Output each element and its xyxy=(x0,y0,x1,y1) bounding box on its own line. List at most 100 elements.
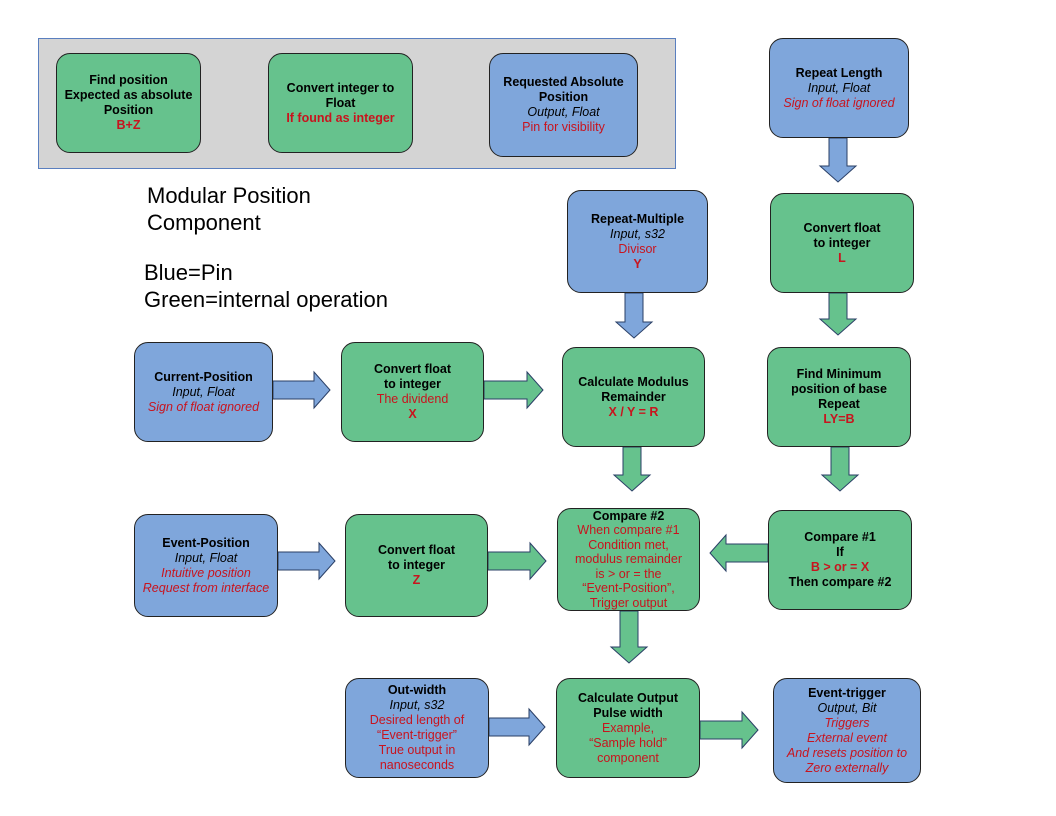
repeat-multiple-note: Divisor xyxy=(618,241,657,256)
event-position-pin: Event-Position Input, Float Intuitive po… xyxy=(134,514,278,617)
arrow-event-position xyxy=(277,541,336,581)
modulus-title: Calculate Modulus xyxy=(578,374,689,389)
out-width-pin: Out-width Input, s32 Desired length of “… xyxy=(345,678,489,778)
repeat-multiple-title: Repeat-Multiple xyxy=(590,211,685,226)
compare-2-note: Trigger output xyxy=(589,595,668,610)
convert-X-title: to integer xyxy=(384,377,441,391)
out-width-note: True output in xyxy=(378,743,456,757)
convert-float-L: Convert float to integer L xyxy=(770,193,914,293)
arrow-repeat-length xyxy=(818,137,858,183)
arrow-repeat-multiple xyxy=(614,292,654,339)
compare-1-tail: Then compare #2 xyxy=(788,575,892,589)
convert-float-Z: Convert float to integer Z xyxy=(345,514,488,617)
current-position-sub: Input, Float xyxy=(172,384,235,399)
current-position-title: Current-Position xyxy=(154,369,253,384)
event-position-note: Request from interface xyxy=(142,580,270,595)
modulus-title: Remainder xyxy=(601,389,666,404)
arrow-pulse xyxy=(699,710,759,750)
convert-X-note: The dividend xyxy=(376,392,449,406)
legend-find-position-title: Expected as absolute xyxy=(64,88,193,102)
event-trigger-note: And resets position to xyxy=(786,745,908,760)
repeat-length-title: Repeat Length xyxy=(795,65,883,80)
repeat-length-note: Sign of float ignored xyxy=(783,95,895,110)
legend-requested-position-title: Position xyxy=(538,90,589,104)
event-trigger-sub: Output, Bit xyxy=(817,700,877,715)
repeat-length-sub: Input, Float xyxy=(807,80,871,95)
event-trigger-note: Zero externally xyxy=(805,760,889,775)
compare-2: Compare #2 When compare #1 Condition met… xyxy=(557,508,700,611)
diagram-title: Modular Position Component xyxy=(147,182,311,236)
repeat-multiple-pin: Repeat-Multiple Input, s32 Divisor Y xyxy=(567,190,708,293)
compare-2-note: Condition met, xyxy=(588,537,669,552)
repeat-multiple-sub: Input, s32 xyxy=(610,226,665,241)
current-position-note: Sign of float ignored xyxy=(147,399,260,414)
repeat-length-pin: Repeat Length Input, Float Sign of float… xyxy=(769,38,909,138)
repeat-multiple-var: Y xyxy=(633,256,642,271)
legend-find-position: Find position Expected as absolute Posit… xyxy=(56,53,201,153)
event-trigger-title: Event-trigger xyxy=(808,685,886,700)
compare-2-note: is > or = the xyxy=(595,566,662,581)
event-position-title: Event-Position xyxy=(162,535,250,550)
diagram-title-line: Modular Position xyxy=(147,183,311,208)
convert-X-title: Convert float xyxy=(373,362,452,376)
pulse-note: “Sample hold” xyxy=(589,735,667,750)
convert-L-title: to integer xyxy=(813,235,871,250)
out-width-note: “Event-trigger” xyxy=(377,728,457,742)
compare-1-title: Compare #1 xyxy=(804,530,876,544)
compare-2-note: When compare #1 xyxy=(577,523,680,538)
event-trigger-note: Triggers xyxy=(824,715,870,730)
compare-2-note: “Event-Position”, xyxy=(582,581,675,596)
find-minimum-note: LY=B xyxy=(823,412,855,426)
modulus-note: X / Y = R xyxy=(608,404,659,419)
event-trigger-pin: Event-trigger Output, Bit Triggers Exter… xyxy=(773,678,921,783)
arrow-modulus xyxy=(612,446,652,492)
arrow-find-min xyxy=(820,446,860,492)
arrow-convert-X xyxy=(483,370,544,410)
convert-L-title: Convert float xyxy=(803,220,881,235)
arrow-convert-L xyxy=(818,292,858,336)
convert-X-var: X xyxy=(408,407,417,421)
current-position-pin: Current-Position Input, Float Sign of fl… xyxy=(134,342,273,442)
compare-1: Compare #1 If B > or = X Then compare #2 xyxy=(768,510,912,610)
legend-find-position-title: Position xyxy=(103,103,154,117)
event-trigger-note: External event xyxy=(807,730,887,745)
pulse-title: Calculate Output xyxy=(577,690,678,705)
legend-requested-position-sub: Output, Float xyxy=(527,105,600,119)
compare-2-title: Compare #2 xyxy=(592,508,665,523)
event-position-note: Intuitive position xyxy=(161,565,251,580)
calculate-modulus: Calculate Modulus Remainder X / Y = R xyxy=(562,347,705,447)
compare-1-note: B > or = X xyxy=(810,560,870,574)
convert-float-X: Convert float to integer The dividend X xyxy=(341,342,484,442)
legend-find-position-note: B+Z xyxy=(116,118,141,132)
legend-convert-integer-title: Float xyxy=(325,95,356,110)
out-width-title: Out-width xyxy=(387,683,447,697)
event-position-sub: Input, Float xyxy=(174,550,238,565)
legend-find-position-title: Find position xyxy=(89,73,168,87)
arrow-compare-2 xyxy=(609,610,649,664)
color-key-blue: Blue=Pin xyxy=(144,260,233,285)
find-minimum: Find Minimum position of base Repeat LY=… xyxy=(767,347,911,447)
find-minimum-title: position of base xyxy=(791,382,887,396)
arrow-convert-Z xyxy=(487,541,547,581)
arrow-out-width xyxy=(488,707,546,747)
convert-Z-title: to integer xyxy=(388,558,445,572)
pulse-title: Pulse width xyxy=(593,705,663,720)
convert-L-note: L xyxy=(838,250,846,265)
pulse-note: Example, xyxy=(601,720,655,735)
arrow-compare-1 xyxy=(709,533,769,573)
compare-2-note: modulus remainder xyxy=(575,552,682,567)
legend-requested-position-title: Requested Absolute xyxy=(503,75,624,89)
legend-convert-integer-note: If found as integer xyxy=(286,110,395,125)
out-width-note: nanoseconds xyxy=(379,758,455,772)
legend-convert-integer-title: Convert integer to xyxy=(286,80,395,95)
legend-requested-position-note: Pin for visibility xyxy=(522,120,605,134)
out-width-sub: Input, s32 xyxy=(389,698,445,712)
color-key-green: Green=internal operation xyxy=(144,287,388,312)
color-key: Blue=Pin Green=internal operation xyxy=(144,259,388,313)
compare-1-title: If xyxy=(836,545,844,559)
calculate-pulse-width: Calculate Output Pulse width Example, “S… xyxy=(556,678,700,778)
arrow-current-position xyxy=(272,370,331,410)
legend-convert-integer: Convert integer to Float If found as int… xyxy=(268,53,413,153)
out-width-note: Desired length of xyxy=(369,713,465,727)
